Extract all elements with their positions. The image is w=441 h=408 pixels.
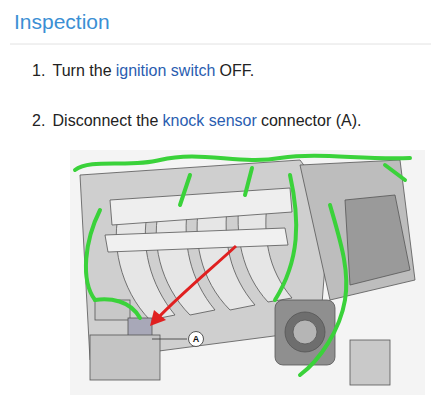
step-text: connector (A). — [261, 112, 361, 129]
link-text: knock sensor — [163, 112, 257, 129]
callout-letter: A — [193, 334, 200, 344]
instruction-step: 1. Turn theignition switchOFF. — [32, 62, 254, 80]
step-text: Disconnect the — [53, 112, 159, 129]
section-title: Inspection — [14, 10, 110, 34]
step-text: Turn the — [53, 62, 112, 79]
callout-circle: A — [188, 331, 204, 347]
step-number: 2. — [32, 112, 45, 130]
pointer-arrow — [150, 246, 236, 326]
link-text: ignition switch — [116, 62, 216, 79]
step-text: OFF. — [219, 62, 254, 79]
instruction-step: 2. Disconnect theknock sensorconnector (A… — [32, 112, 361, 130]
step-number: 1. — [32, 62, 45, 80]
heading-rule — [10, 44, 431, 45]
leader-line — [152, 339, 187, 340]
wiring-harness — [75, 156, 410, 375]
engine-block — [70, 150, 425, 395]
